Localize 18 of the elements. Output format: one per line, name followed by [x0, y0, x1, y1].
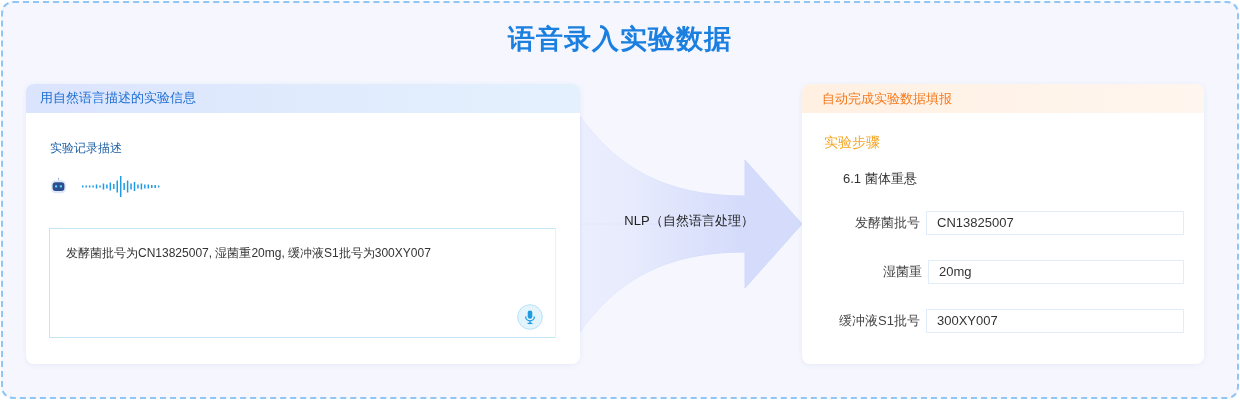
step-title: 6.1 菌体重悬	[843, 171, 917, 188]
field-label: 湿菌重	[883, 263, 922, 281]
input-field: CN13825007	[926, 211, 1184, 235]
input-field: 300XY007	[926, 309, 1184, 333]
edge-label: NLP（自然语言处理）	[624, 212, 754, 230]
input-field: 20mg	[928, 260, 1184, 284]
arrow	[579, 115, 803, 333]
input-text: 发酵菌批号为CN13825007, 湿菌重20mg, 缓冲液S1批号为300XY007	[66, 246, 431, 261]
field-label: 缓冲液S1批号	[839, 312, 920, 330]
section-label: 实验步骤	[824, 135, 880, 152]
panel-heading: 用自然语言描述的实验信息	[26, 84, 580, 113]
field-label: 发酵菌批号	[855, 214, 920, 232]
diagram-title: 语音录入实验数据	[508, 23, 732, 56]
text-area	[49, 228, 556, 338]
panel	[802, 84, 1204, 364]
panel	[26, 84, 580, 364]
section-label: 实验记录描述	[50, 141, 122, 156]
panel-heading: 自动完成实验数据填报	[802, 84, 1204, 113]
